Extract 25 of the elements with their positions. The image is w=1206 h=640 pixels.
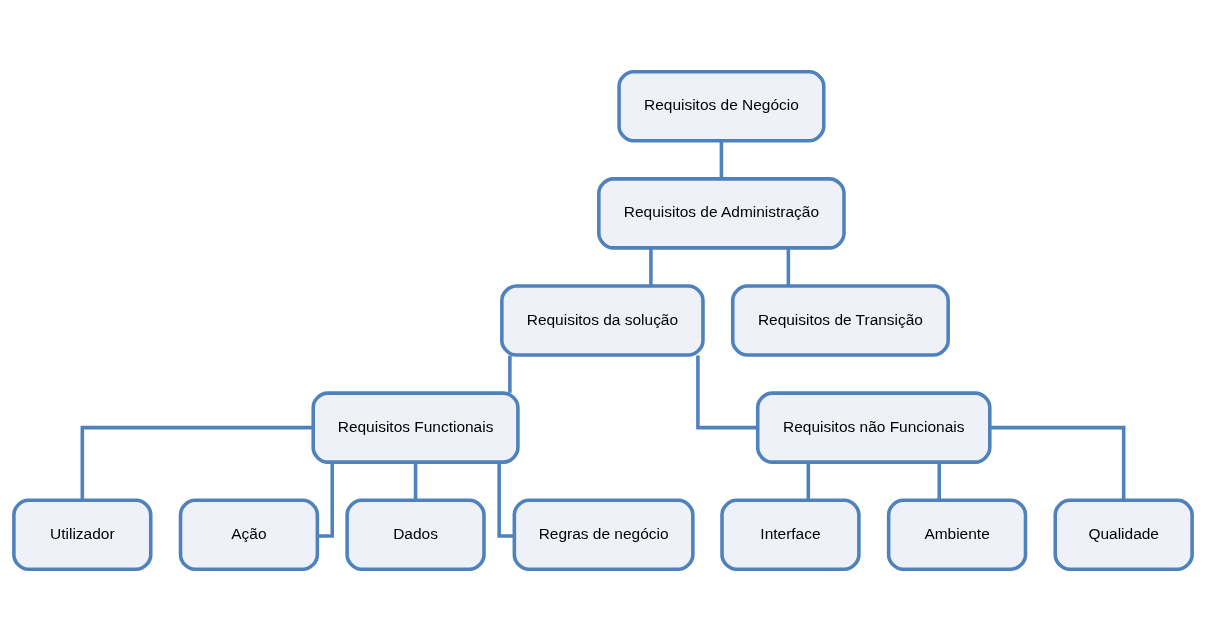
- node-box: Ação: [178, 497, 320, 571]
- node-box: Requisitos de Transição: [730, 283, 950, 357]
- node-box: Requisitos de Negócio: [617, 69, 826, 143]
- node-box: Utilizador: [12, 497, 153, 571]
- connector: [786, 247, 791, 286]
- node-box: Requisitos Functionais: [311, 390, 520, 464]
- connector: [937, 462, 941, 500]
- connector: [508, 355, 512, 393]
- node-box: Requisitos não Funcionais: [755, 390, 992, 464]
- connector: [719, 140, 724, 179]
- node-box: Ambiente: [886, 497, 1028, 571]
- node-box: Dados: [345, 497, 486, 571]
- node-box: Interface: [720, 497, 861, 571]
- node-box: Regras de negócio: [512, 497, 695, 571]
- node-box: Requisitos da solução: [500, 283, 705, 357]
- connector: [80, 425, 313, 500]
- node-box: Qualidade: [1053, 497, 1194, 571]
- connector: [696, 355, 758, 429]
- node-box: Requisitos de Administração: [597, 176, 846, 250]
- connector: [413, 462, 418, 500]
- connector: [317, 461, 335, 538]
- connector: [806, 462, 811, 500]
- connector: [649, 247, 653, 286]
- connector: [989, 425, 1126, 500]
- connector: [497, 461, 515, 538]
